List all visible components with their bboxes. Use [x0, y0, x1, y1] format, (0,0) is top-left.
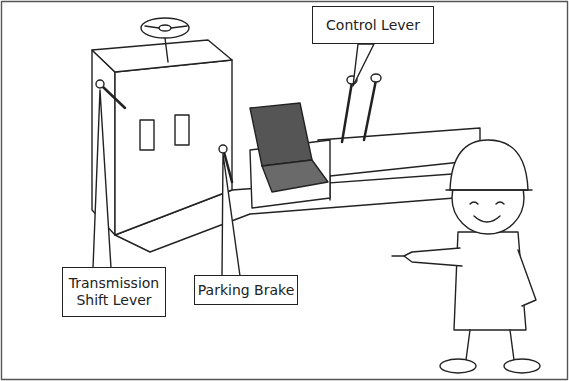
part-label: Transmission Shift Lever	[63, 275, 165, 309]
helmet-brim	[446, 189, 532, 190]
worker-helmet	[450, 140, 528, 190]
shift-knob	[96, 80, 104, 88]
control-lever	[364, 80, 376, 140]
worker-smile	[474, 216, 500, 222]
seat-cushion	[262, 160, 328, 192]
lever-knob	[371, 74, 381, 82]
pedal	[140, 120, 154, 150]
worker-shoe	[504, 359, 540, 373]
pointer-wedge	[353, 44, 374, 86]
worker-leg	[466, 330, 470, 360]
steering-wheel	[141, 18, 189, 38]
part-label: Parking Brake	[198, 282, 295, 299]
pointer-wedge	[93, 90, 111, 268]
wheel-spoke	[145, 26, 159, 28]
part-label-box: Transmission Shift Lever	[62, 267, 166, 317]
dash-top	[92, 40, 232, 72]
worker-eye	[470, 202, 478, 204]
worker-arm	[404, 248, 462, 266]
worker-arm	[518, 250, 536, 306]
steering-hub	[159, 25, 171, 31]
worker-finger	[392, 255, 404, 256]
dash-front	[115, 60, 232, 235]
steering-column	[165, 38, 168, 62]
worker-body	[454, 232, 526, 330]
control-lever	[342, 82, 352, 142]
seat-back	[250, 103, 312, 166]
part-label: Control Lever	[326, 17, 420, 34]
worker-shoe	[440, 359, 476, 373]
worker-eye	[496, 202, 504, 204]
pointer-wedge	[222, 154, 240, 276]
shift-lever	[102, 86, 125, 108]
part-label-box: Control Lever	[312, 6, 434, 44]
brake-knob	[219, 145, 227, 153]
part-label-box: Parking Brake	[194, 275, 298, 305]
worker-leg	[510, 330, 514, 360]
wheel-spoke	[171, 26, 187, 28]
pedal	[175, 115, 189, 145]
